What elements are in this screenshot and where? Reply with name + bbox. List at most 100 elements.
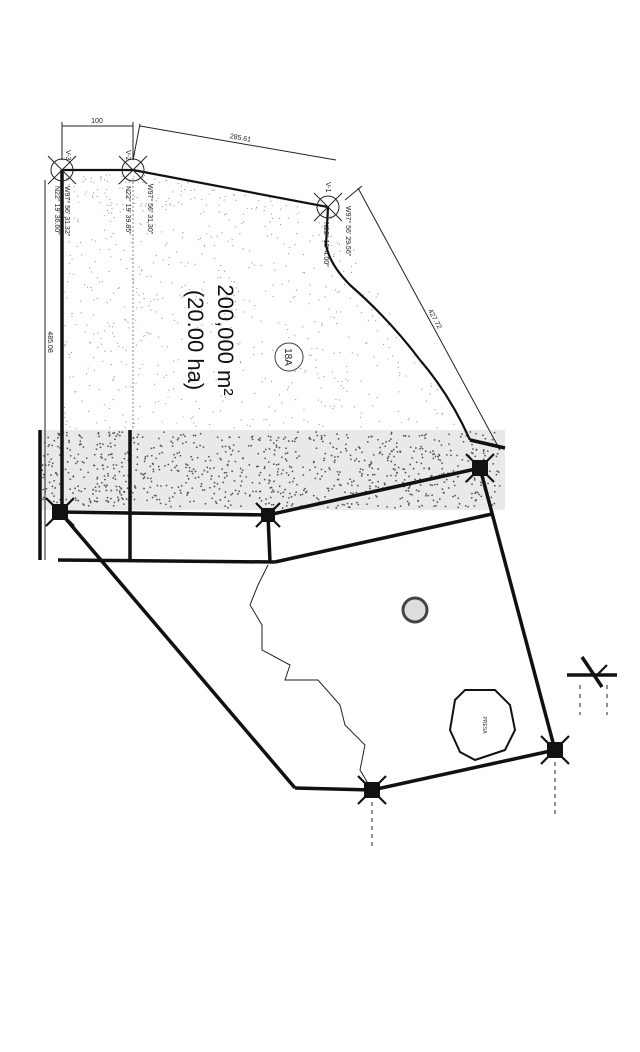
stipple-dot <box>495 455 498 458</box>
stipple-dot <box>203 489 206 491</box>
stipple-dot <box>219 197 221 199</box>
stipple-dot <box>309 240 311 242</box>
stipple-dot <box>146 331 148 334</box>
stipple-dot <box>288 492 291 495</box>
stipple-dot <box>251 316 253 318</box>
stipple-dot <box>51 444 54 447</box>
stipple-dot <box>349 297 351 300</box>
stipple-dot <box>303 272 306 274</box>
stipple-dot <box>236 343 238 345</box>
stipple-dot <box>375 496 378 498</box>
stipple-dot <box>136 436 139 439</box>
stipple-dot <box>211 189 214 191</box>
stipple-dot <box>185 466 187 469</box>
stipple-dot <box>324 405 326 407</box>
stipple-dot <box>323 375 325 378</box>
stipple-dot <box>124 426 126 429</box>
stipple-dot <box>223 199 225 201</box>
stipple-dot <box>112 379 114 381</box>
stipple-dot <box>87 410 90 412</box>
stipple-dot <box>175 464 178 467</box>
stipple-dot <box>199 432 202 435</box>
stipple-dot <box>174 456 177 459</box>
stipple-dot <box>390 474 392 477</box>
stipple-dot <box>387 358 389 360</box>
stipple-dot <box>377 293 379 295</box>
stipple-dot <box>43 455 45 457</box>
stipple-dot <box>394 474 397 477</box>
stipple-dot <box>165 374 167 376</box>
stipple-dot <box>401 496 404 499</box>
stipple-dot <box>77 201 80 203</box>
stipple-dot <box>216 235 218 237</box>
stipple-dot <box>64 325 66 327</box>
stipple-dot <box>302 326 304 328</box>
stipple-dot <box>390 450 393 453</box>
stipple-dot <box>68 183 70 186</box>
stipple-dot <box>357 354 359 356</box>
stipple-dot <box>234 460 237 463</box>
stipple-dot <box>64 468 67 471</box>
stipple-dot <box>220 395 222 397</box>
stipple-dot <box>333 484 335 487</box>
stipple-dot <box>415 489 418 492</box>
stipple-dot <box>120 487 123 490</box>
stipple-dot <box>215 379 217 381</box>
stipple-dot <box>334 377 336 379</box>
stipple-dot <box>47 445 50 448</box>
stipple-dot <box>282 491 285 494</box>
stipple-dot <box>253 346 255 349</box>
stipple-dot <box>84 284 86 286</box>
stipple-dot <box>336 322 338 325</box>
stipple-dot <box>162 297 164 299</box>
stipple-dot <box>423 434 426 437</box>
stipple-dot <box>88 385 91 387</box>
stipple-dot <box>98 490 101 493</box>
stipple-dot <box>201 289 203 291</box>
stipple-dot <box>107 453 110 456</box>
stipple-dot <box>189 500 191 503</box>
stipple-dot <box>74 499 77 502</box>
stipple-dot <box>296 233 298 235</box>
stipple-dot <box>287 388 289 391</box>
stipple-dot <box>195 296 197 298</box>
stipple-dot <box>308 436 311 439</box>
stipple-dot <box>437 458 440 461</box>
stipple-dot <box>140 340 142 342</box>
stipple-dot <box>398 375 401 377</box>
stipple-dot <box>97 432 100 435</box>
stipple-dot <box>143 298 145 300</box>
stipple-dot <box>125 181 127 183</box>
stipple-dot <box>218 488 221 490</box>
stipple-dot <box>239 362 242 364</box>
stipple-dot <box>220 410 222 412</box>
stipple-dot <box>360 412 362 414</box>
stipple-dot <box>100 177 102 179</box>
stipple-dot <box>126 267 128 270</box>
stipple-dot <box>332 446 335 449</box>
stipple-dot <box>201 489 204 491</box>
stipple-dot <box>359 468 362 470</box>
stipple-dot <box>99 249 101 251</box>
stipple-dot <box>168 500 171 502</box>
stipple-dot <box>78 434 81 436</box>
stipple-dot <box>373 473 376 476</box>
stipple-dot <box>304 370 306 372</box>
stipple-dot <box>155 457 158 460</box>
stipple-dot <box>66 420 68 422</box>
stipple-dot <box>319 478 322 480</box>
stipple-dot <box>170 469 173 472</box>
stipple-dot <box>58 483 61 485</box>
stipple-dot <box>181 338 183 340</box>
stipple-dot <box>292 296 294 298</box>
stipple-dot <box>173 360 175 362</box>
stipple-dot <box>329 405 331 407</box>
stipple-dot <box>261 353 263 355</box>
stipple-dot <box>161 421 163 423</box>
stipple-dot <box>320 434 323 437</box>
stipple-dot <box>109 427 111 429</box>
stipple-dot <box>480 484 482 487</box>
stipple-dot <box>291 470 294 473</box>
stipple-dot <box>90 271 93 273</box>
vertex-label: V-3 <box>64 150 71 161</box>
